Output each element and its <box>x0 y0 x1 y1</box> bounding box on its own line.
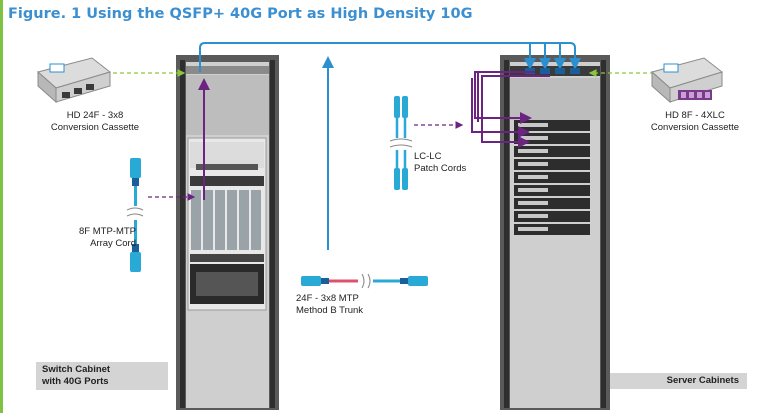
trunk-caption-line1: 24F - 3x8 MTP <box>296 293 359 304</box>
switch-cabinet-label-line2: with 40G Ports <box>42 376 109 387</box>
array-cord-caption: 8F MTP-MTP Array Cord <box>68 226 136 250</box>
mtp-trunk-icon <box>301 273 428 289</box>
mtp-trunk-path <box>199 42 581 250</box>
pointer-lines <box>106 69 654 201</box>
hd8f-cassette-icon <box>650 57 724 104</box>
trunk-caption: 24F - 3x8 MTP Method B Trunk <box>296 293 386 317</box>
lc-patch-cord-icon <box>389 96 413 190</box>
lc-caption-line1: LC-LC <box>414 151 442 162</box>
figure-frame-accent <box>0 0 3 413</box>
hd24f-caption-line2: Conversion Cassette <box>50 122 140 133</box>
trunk-caption-line2: Method B Trunk <box>296 305 364 316</box>
switch-cabinet <box>176 55 279 410</box>
line-card-grid <box>191 190 261 250</box>
hd24f-caption: HD 24F - 3x8 Conversion Cassette <box>40 110 150 134</box>
array-cord-caption-line1: 8F MTP-MTP <box>79 226 136 237</box>
array-cord-caption-line2: Array Cord <box>90 238 136 249</box>
mtp-array-cord-icon <box>126 158 144 272</box>
server-cabinet <box>500 55 610 410</box>
hd24f-cassette-icon <box>36 57 112 104</box>
hd8f-caption: HD 8F - 4XLC Conversion Cassette <box>640 110 750 134</box>
lc-link-paths <box>198 71 550 200</box>
switch-cabinet-label-line1: Switch Cabinet <box>42 364 111 375</box>
hd8f-caption-line2: Conversion Cassette <box>650 122 740 133</box>
hd8f-caption-line1: HD 8F - 4XLC <box>665 110 725 121</box>
server-cabinets-label: Server Cabinets <box>610 373 747 389</box>
lc-caption: LC-LC Patch Cords <box>414 151 484 175</box>
hd24f-caption-line1: HD 24F - 3x8 <box>66 110 124 121</box>
server-stack <box>514 120 590 235</box>
figure-title: Figure. 1 Using the QSFP+ 40G Port as Hi… <box>8 6 473 22</box>
lc-caption-line2: Patch Cords <box>414 163 467 174</box>
server-cabinets-label-text: Server Cabinets <box>666 375 739 386</box>
switch-cabinet-label: Switch Cabinet with 40G Ports <box>36 362 168 390</box>
